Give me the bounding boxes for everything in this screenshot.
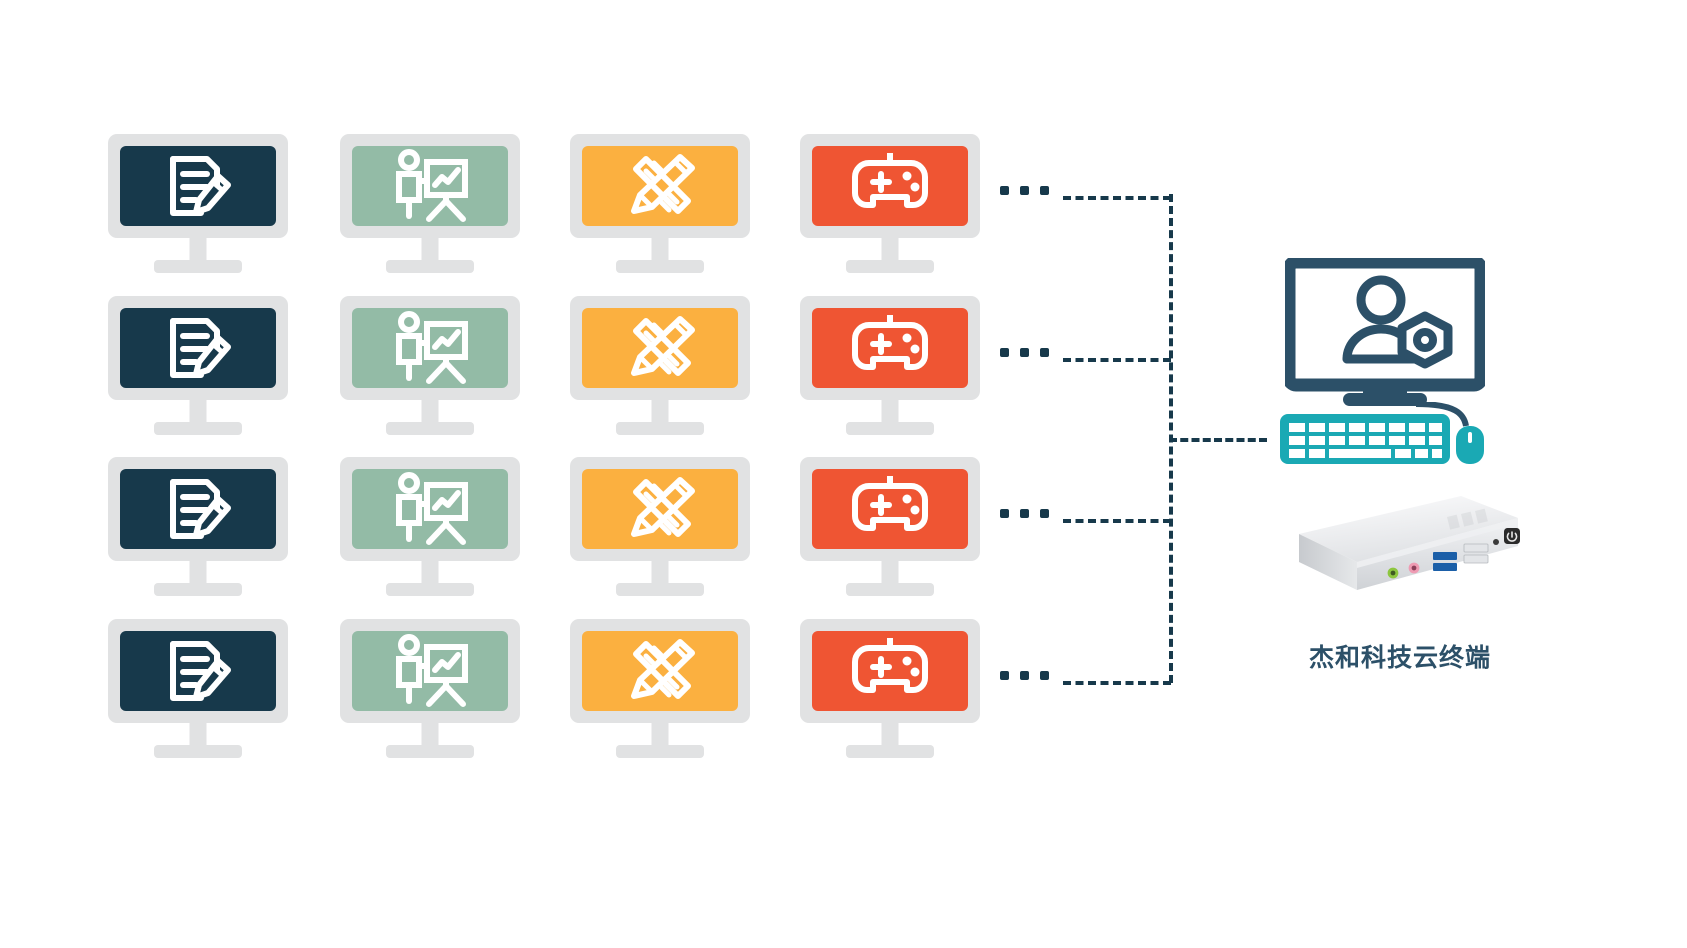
mouse-icon [1456, 426, 1484, 464]
monitor-screen [582, 631, 738, 711]
row-ellipsis [1000, 671, 1049, 680]
pencil-ruler-icon [622, 634, 698, 708]
monitor-base [846, 422, 934, 435]
cloud-terminal-label: 杰和科技云终端 [1308, 643, 1491, 672]
presentation-icon [391, 149, 469, 223]
connector-trunk-to-server [1169, 438, 1267, 442]
keyboard-icon [1280, 414, 1450, 464]
monitor-neck [881, 723, 899, 747]
presentation-icon [391, 472, 469, 546]
monitor-base [846, 745, 934, 758]
monitor-neck [189, 238, 207, 262]
monitor-screen [812, 308, 968, 388]
client-monitor[interactable] [800, 134, 980, 274]
monitor-screen [352, 631, 508, 711]
monitor-neck [881, 400, 899, 424]
monitor-neck [189, 561, 207, 585]
client-monitor[interactable] [340, 134, 520, 274]
client-monitor[interactable] [570, 457, 750, 597]
monitor-screen [812, 631, 968, 711]
monitor-base [846, 583, 934, 596]
document-edit-icon [161, 311, 235, 385]
monitor-base [154, 583, 242, 596]
monitor-neck [881, 238, 899, 262]
monitor-base [616, 422, 704, 435]
mini-pc-device [1265, 490, 1520, 615]
monitor-base [386, 745, 474, 758]
monitor-neck [651, 400, 669, 424]
client-monitor[interactable] [340, 296, 520, 436]
monitor-screen [352, 469, 508, 549]
monitor-neck [189, 723, 207, 747]
user-settings-icon [1282, 255, 1488, 406]
row-ellipsis [1000, 509, 1049, 518]
monitor-screen [352, 308, 508, 388]
monitor-screen [120, 308, 276, 388]
presentation-icon [391, 311, 469, 385]
monitor-screen [582, 469, 738, 549]
monitor-neck [421, 723, 439, 747]
presentation-icon [391, 634, 469, 708]
monitor-neck [189, 400, 207, 424]
client-monitor[interactable] [800, 296, 980, 436]
gamepad-icon [849, 638, 931, 704]
client-monitor[interactable] [108, 134, 288, 274]
gamepad-icon [849, 476, 931, 542]
cloud-terminal-group: 杰和科技云终端 [1255, 250, 1555, 690]
monitor-screen [812, 146, 968, 226]
client-monitor[interactable] [108, 457, 288, 597]
monitor-neck [421, 400, 439, 424]
client-monitor[interactable] [800, 619, 980, 759]
client-monitor[interactable] [108, 619, 288, 759]
monitor-neck [651, 723, 669, 747]
gamepad-icon [849, 153, 931, 219]
monitor-screen [120, 469, 276, 549]
monitor-base [616, 583, 704, 596]
pencil-ruler-icon [622, 472, 698, 546]
monitor-base [616, 745, 704, 758]
monitor-base [154, 422, 242, 435]
client-monitor[interactable] [570, 619, 750, 759]
connector-branch-row-3 [1063, 519, 1171, 523]
client-monitor[interactable] [570, 296, 750, 436]
connector-branch-row-2 [1063, 358, 1171, 362]
monitor-base [154, 745, 242, 758]
monitor-neck [651, 238, 669, 262]
monitor-base [386, 583, 474, 596]
monitor-neck [421, 561, 439, 585]
client-monitor[interactable] [570, 134, 750, 274]
monitor-screen [120, 631, 276, 711]
monitor-neck [651, 561, 669, 585]
client-monitor[interactable] [800, 457, 980, 597]
mini-pc-icon [1299, 496, 1520, 590]
monitor-screen [812, 469, 968, 549]
monitor-screen [352, 146, 508, 226]
row-ellipsis [1000, 186, 1049, 195]
document-edit-icon [161, 472, 235, 546]
row-ellipsis [1000, 348, 1049, 357]
client-monitor[interactable] [108, 296, 288, 436]
monitor-base [154, 260, 242, 273]
connector-branch-row-4 [1063, 681, 1171, 685]
server-monitor [1282, 255, 1488, 413]
monitor-base [386, 422, 474, 435]
document-edit-icon [161, 634, 235, 708]
monitor-screen [582, 308, 738, 388]
document-edit-icon [161, 149, 235, 223]
server-keyboard-mouse [1280, 401, 1495, 469]
monitor-base [846, 260, 934, 273]
monitor-base [386, 260, 474, 273]
monitor-screen [582, 146, 738, 226]
monitor-neck [881, 561, 899, 585]
pencil-ruler-icon [622, 311, 698, 385]
client-monitor[interactable] [340, 619, 520, 759]
monitor-base [616, 260, 704, 273]
monitor-screen [120, 146, 276, 226]
pencil-ruler-icon [622, 149, 698, 223]
monitor-neck [421, 238, 439, 262]
client-monitor[interactable] [340, 457, 520, 597]
connector-branch-row-1 [1063, 196, 1171, 200]
gamepad-icon [849, 315, 931, 381]
